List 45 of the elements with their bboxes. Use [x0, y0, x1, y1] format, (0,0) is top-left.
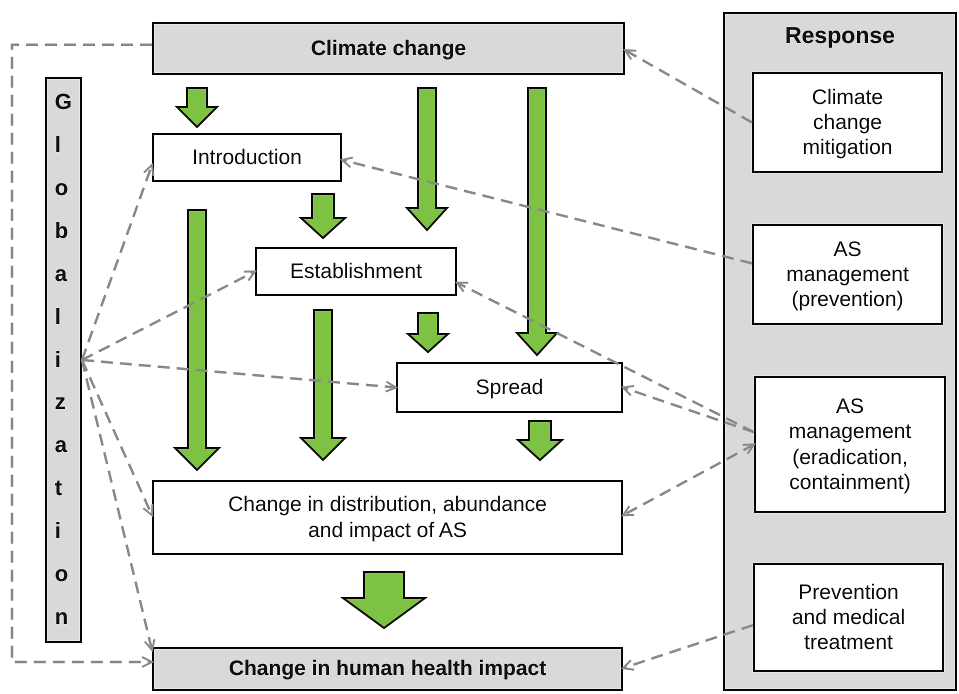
- box-label: Spread: [474, 374, 544, 400]
- block-arrow: [298, 193, 348, 240]
- box-label: AS management (prevention): [785, 236, 910, 312]
- process-box: [754, 376, 946, 513]
- process-box: [752, 72, 943, 173]
- process-box: [255, 247, 457, 296]
- block-arrow: [404, 87, 450, 232]
- process-box: [152, 22, 625, 75]
- dashed-arrow: [82, 358, 397, 393]
- box-label: Change in distribution, abundance and impact of AS: [227, 492, 548, 543]
- panel-heading: Response: [784, 22, 896, 50]
- dashed-arrow: [622, 385, 754, 434]
- dashed-arrow: [81, 270, 256, 362]
- block-arrow: [172, 209, 222, 472]
- dashed-arrow: [456, 282, 755, 434]
- box-label: Globalization: [54, 88, 72, 631]
- box-label: Establishment: [289, 258, 423, 284]
- dashed-arrow: [341, 156, 752, 265]
- vertical-box: [45, 77, 82, 643]
- process-box: [396, 362, 623, 413]
- block-arrow: [174, 87, 220, 128]
- block-arrow: [340, 571, 428, 630]
- process-box: [152, 480, 623, 555]
- box-label: Prevention and medical treatment: [790, 580, 906, 656]
- box-label: Climate change: [310, 36, 468, 62]
- dashed-arrow: [80, 164, 154, 360]
- box-label: Change in human health impact: [228, 656, 548, 682]
- block-arrow: [405, 312, 451, 354]
- dashed-arrow: [10, 44, 153, 668]
- dashed-arrow: [80, 359, 154, 516]
- block-arrow: [298, 309, 348, 462]
- dashed-arrow: [622, 624, 754, 671]
- block-arrow: [514, 87, 560, 356]
- dashed-arrow: [622, 443, 755, 516]
- dashed-arrow: [80, 360, 156, 652]
- block-arrow: [515, 420, 565, 462]
- box-label: Climate change mitigation: [802, 84, 894, 160]
- process-box: [152, 647, 623, 691]
- box-label: AS management (eradication, containment): [788, 394, 912, 495]
- process-box: [152, 133, 342, 182]
- process-box: [753, 563, 944, 672]
- box-label: Introduction: [191, 144, 303, 170]
- process-box: [752, 224, 943, 325]
- response-panel: [723, 12, 957, 691]
- dashed-arrow: [624, 49, 753, 124]
